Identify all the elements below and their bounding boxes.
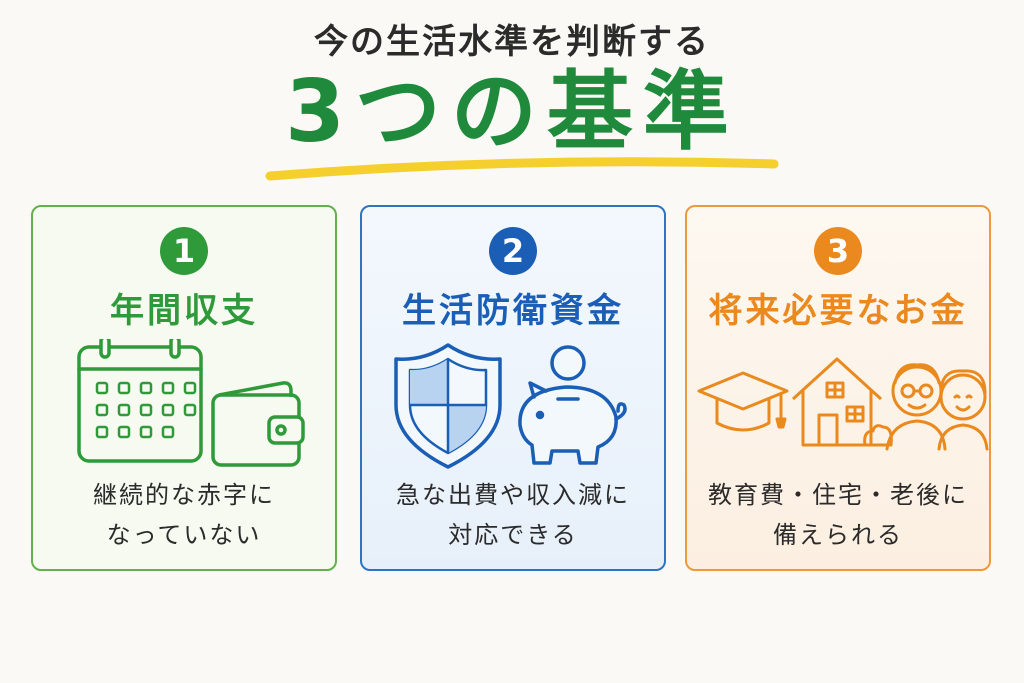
card-title: 将来必要なお金 bbox=[708, 291, 968, 331]
house-icon bbox=[791, 357, 893, 447]
calendar-icon bbox=[77, 339, 203, 463]
shield-icon bbox=[394, 343, 502, 469]
card-desc-line2: 備えられる bbox=[773, 521, 903, 549]
graduation-cap-icon bbox=[697, 371, 789, 432]
card-emergency-fund: 2 生活防衛資金 急な出費や収入減に 対応できる bbox=[360, 205, 666, 571]
page-title: 3つの基準 bbox=[285, 62, 739, 162]
card-future-money: 3 将来必要なお金 bbox=[685, 205, 991, 571]
piggy-bank-icon bbox=[518, 345, 627, 465]
subtitle: 今の生活水準を判断する bbox=[314, 22, 710, 62]
title-underline bbox=[265, 157, 779, 181]
card-desc-line2: 対応できる bbox=[448, 521, 578, 549]
card-desc-line1: 急な出費や収入減に bbox=[396, 481, 630, 509]
card-annual-balance: 1 年間収支 継続的な赤字に なっていない bbox=[31, 205, 337, 571]
wallet-icon bbox=[211, 381, 305, 467]
elderly-couple-icon bbox=[885, 363, 989, 451]
card-number-badge: 1 bbox=[160, 227, 208, 275]
card-desc-line2: なっていない bbox=[106, 521, 262, 549]
card-number-badge: 3 bbox=[814, 227, 862, 275]
card-title: 生活防衛資金 bbox=[402, 291, 624, 331]
card-desc-line1: 継続的な赤字に bbox=[93, 481, 275, 509]
card-title: 年間収支 bbox=[110, 291, 258, 331]
card-desc-line1: 教育費・住宅・老後に bbox=[708, 481, 968, 509]
card-number-badge: 2 bbox=[489, 227, 537, 275]
